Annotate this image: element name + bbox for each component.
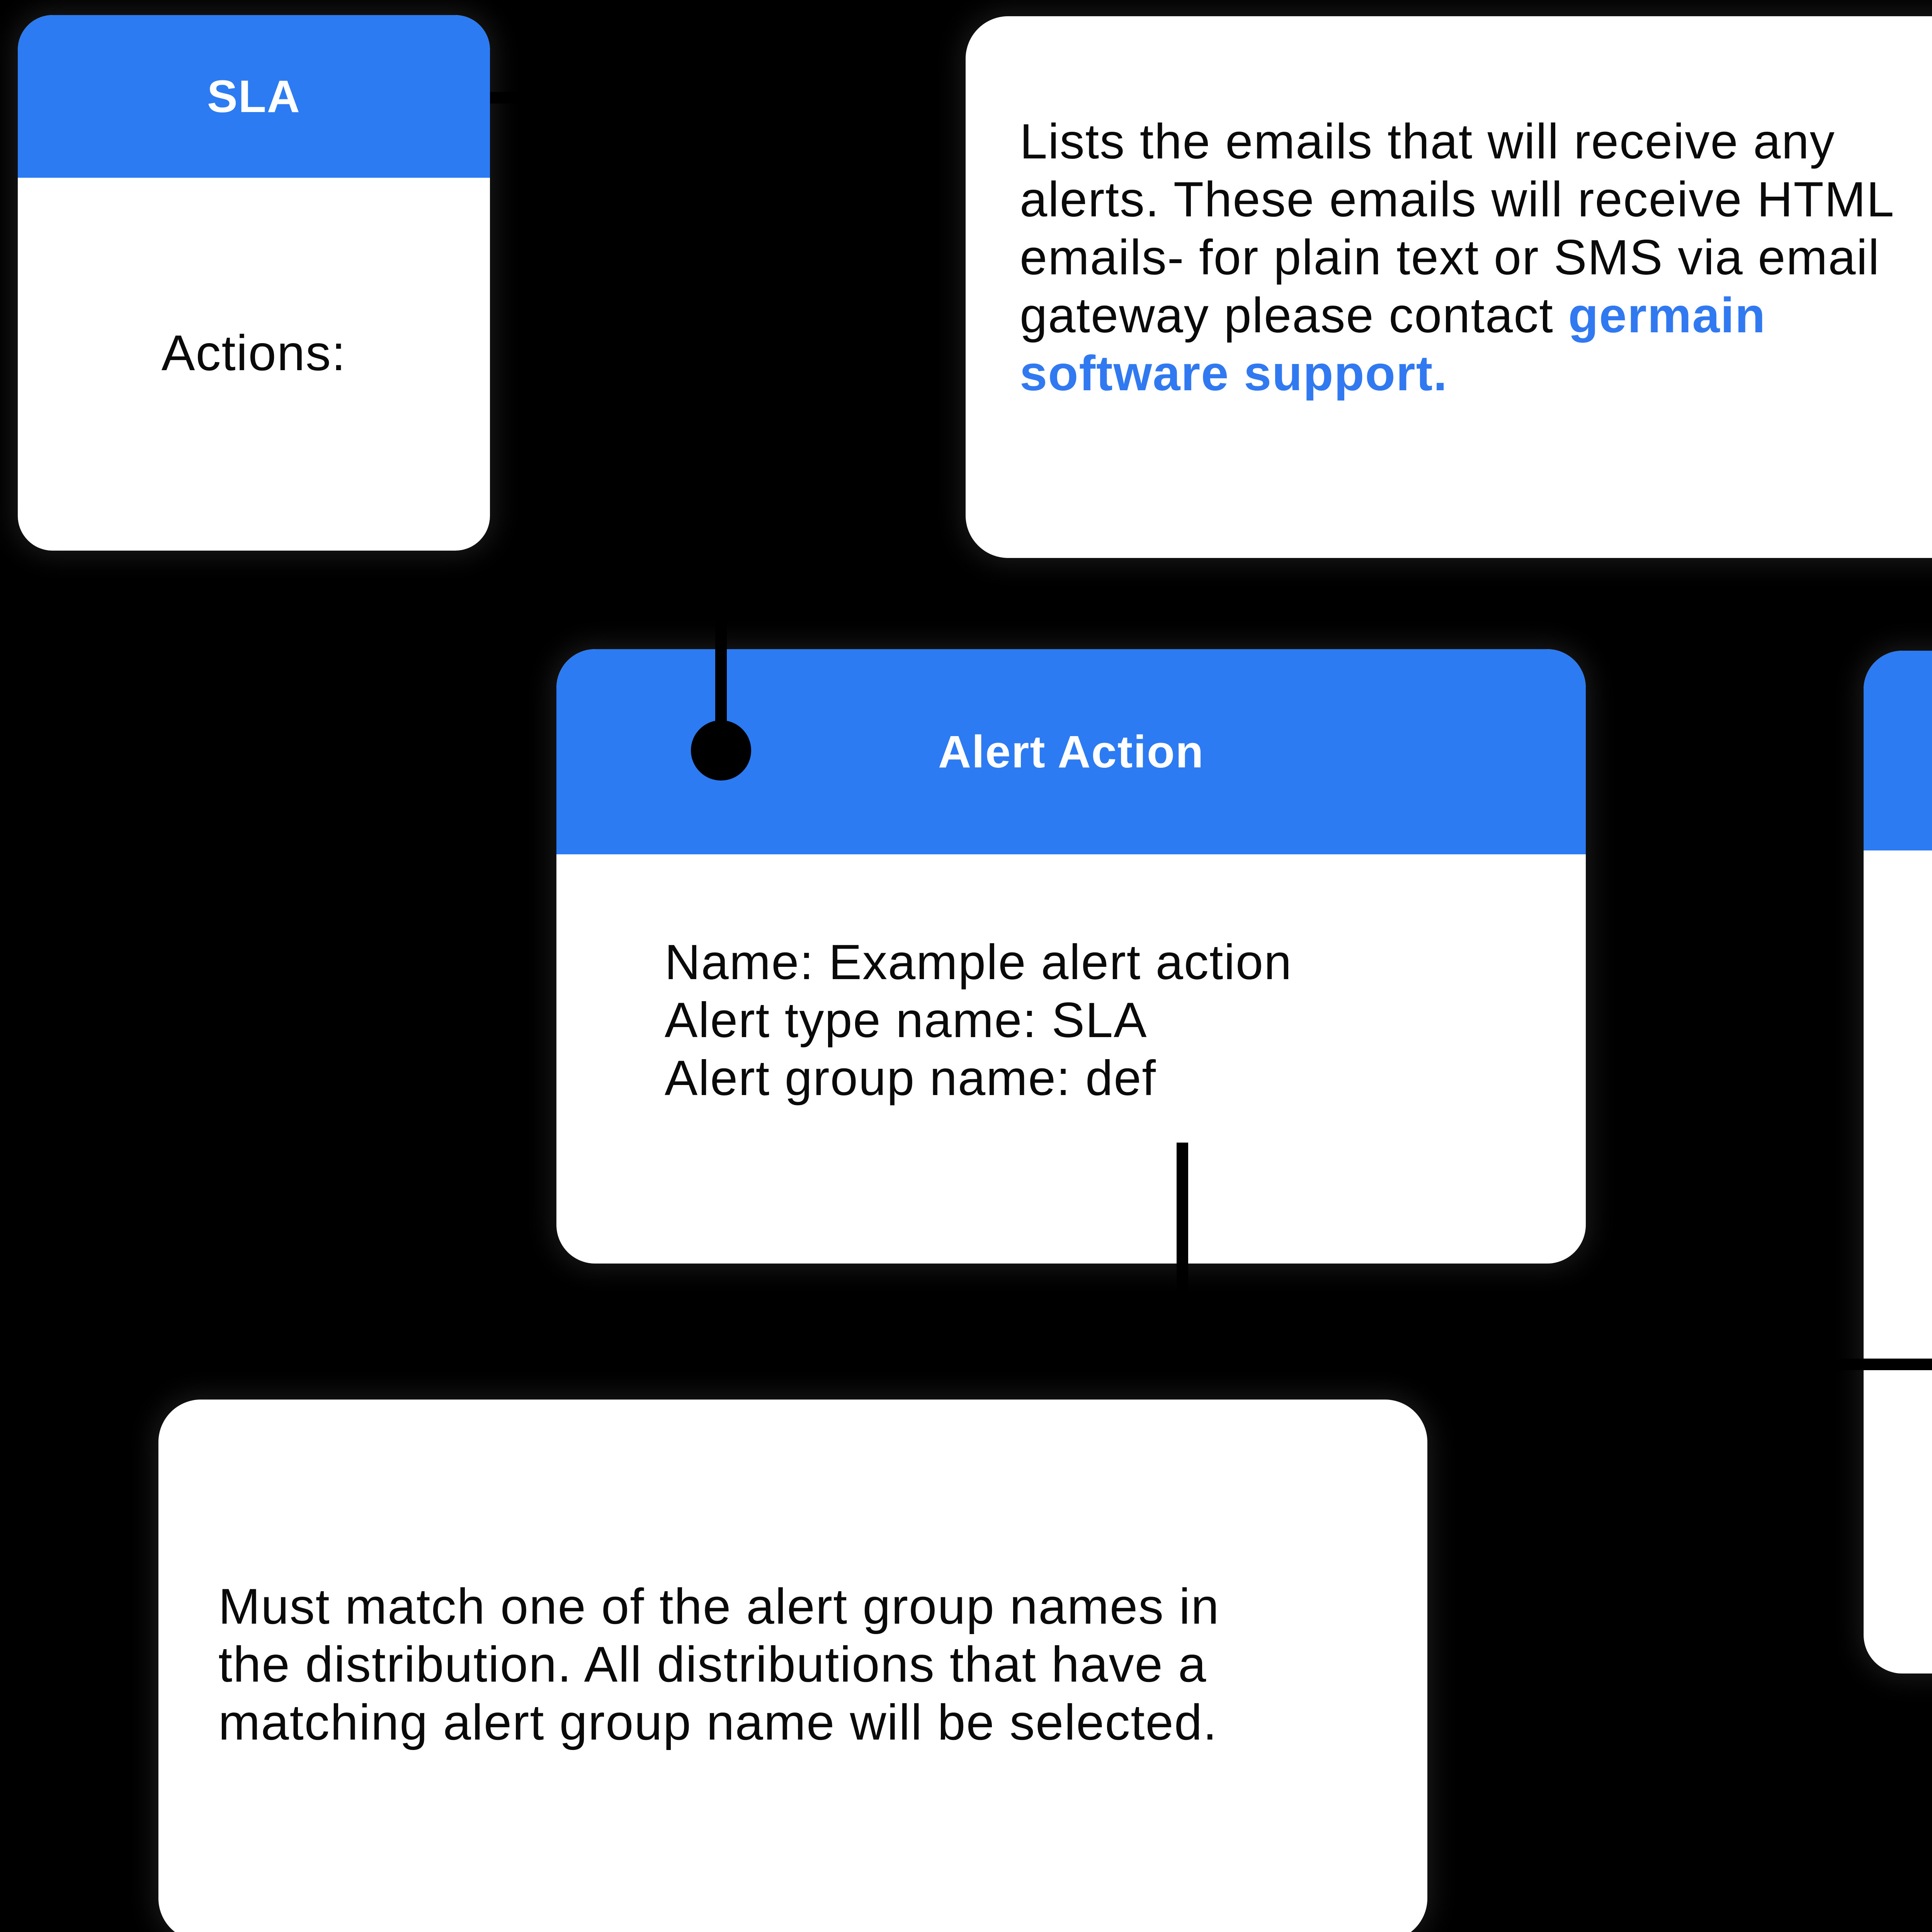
email-note-line: Lists the emails that will receive any xyxy=(1020,114,1835,169)
match-note-card: Must match one of the alert group names … xyxy=(158,1400,1427,1932)
sla-card-body: Actions: xyxy=(18,178,490,551)
match-note-line: Must match one of the alert group names … xyxy=(218,1578,1220,1634)
sla-card: SLA Actions: xyxy=(18,15,490,551)
distribution-card-header: Distribution xyxy=(1864,651,1932,850)
match-note-line: the distribution. All distributions that… xyxy=(218,1636,1207,1692)
sla-card-title: SLA xyxy=(207,71,301,122)
email-note-line: alerts. These emails will receive HTML xyxy=(1020,172,1895,227)
email-note-line-text: gateway please contact xyxy=(1020,288,1554,343)
alert-action-name-line: Name: Example alert action xyxy=(665,935,1293,990)
sla-actions-label: Actions: xyxy=(161,324,347,381)
germain-support-link[interactable]: software support. xyxy=(1020,346,1448,401)
alert-action-card: Alert Action Name: Example alert action … xyxy=(556,649,1586,1264)
alert-action-card-title: Alert Action xyxy=(938,726,1204,777)
alert-action-type-line: Alert type name: SLA xyxy=(665,993,1148,1048)
distribution-card: Distribution Name: Example distribution … xyxy=(1864,651,1932,1673)
email-note-body: Lists the emails that will receive any a… xyxy=(966,16,1932,403)
germain-support-link[interactable]: germain xyxy=(1568,288,1766,343)
match-note-line: matching alert group name will be select… xyxy=(218,1694,1218,1750)
match-note-body: Must match one of the alert group names … xyxy=(158,1400,1427,1751)
distribution-body: Name: Example distribution Users: foo@co… xyxy=(1864,850,1932,1552)
alert-action-group-line: Alert group name: def xyxy=(665,1051,1156,1106)
email-note-line: gateway please contact germain xyxy=(1020,287,1932,345)
email-note-line: emails- for plain text or SMS via email xyxy=(1020,230,1880,285)
email-note-card: Lists the emails that will receive any a… xyxy=(966,16,1932,558)
alert-action-body: Name: Example alert action Alert type na… xyxy=(556,854,1586,1107)
email-note-line: software support. xyxy=(1020,345,1932,403)
sla-card-header: SLA xyxy=(18,15,490,178)
alert-action-card-header: Alert Action xyxy=(556,649,1586,854)
